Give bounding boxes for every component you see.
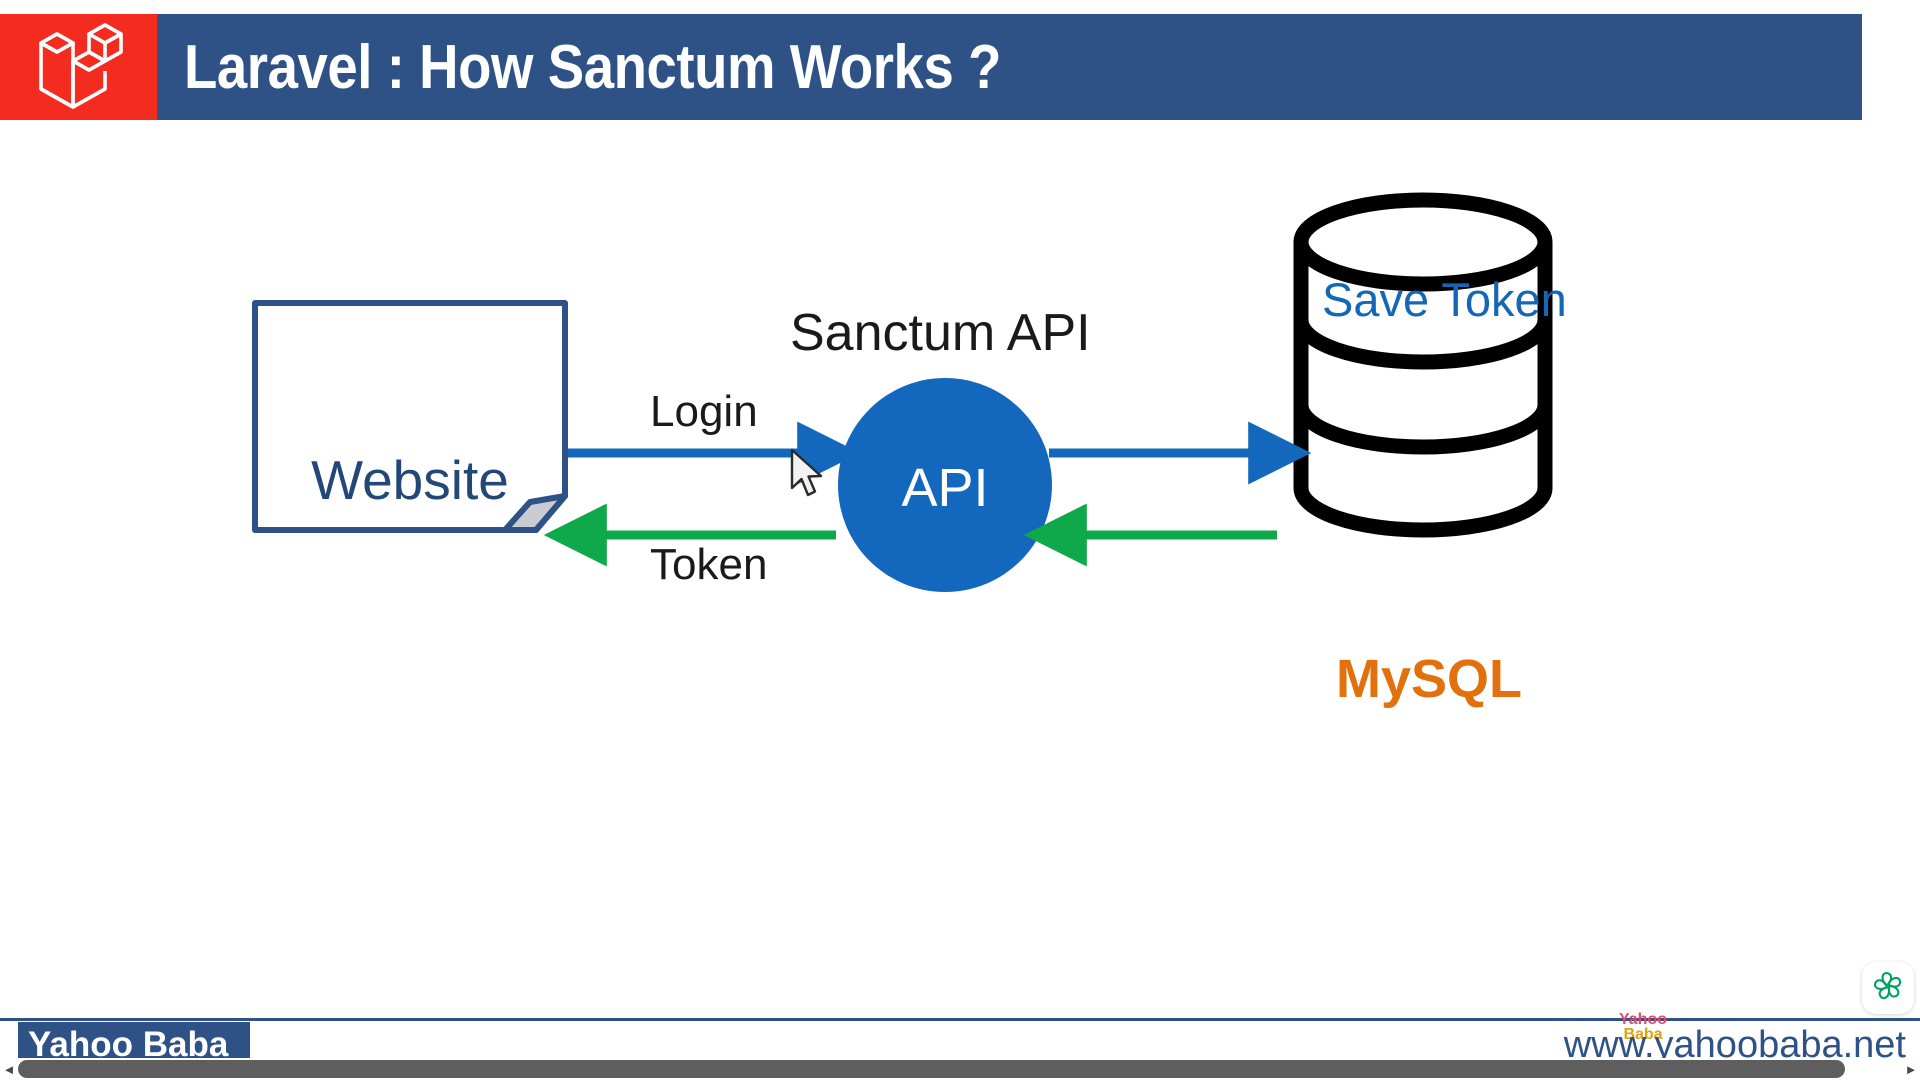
page-title: Laravel : How Sanctum Works ? xyxy=(184,32,1001,102)
yahoobaba-watermark: Yahoo Baba xyxy=(1612,1011,1674,1044)
footer-divider xyxy=(0,1018,1920,1021)
laravel-logo-block xyxy=(0,14,157,120)
diagram-canvas: Sanctum API Save Token Login Token MySQL… xyxy=(0,120,1920,950)
sanctum-api-title: Sanctum API xyxy=(790,304,1091,362)
website-box-label: Website xyxy=(311,449,509,511)
scrollbar-track[interactable] xyxy=(18,1060,1902,1078)
api-circle-label: API xyxy=(901,458,989,518)
laravel-logo-icon xyxy=(27,21,131,113)
token-arrow-label: Token xyxy=(650,540,768,589)
database-cylinder-shape xyxy=(1293,192,1553,538)
save-token-label: Save Token xyxy=(1322,273,1567,326)
horizontal-scrollbar[interactable]: ◄ ► xyxy=(0,1058,1920,1080)
mysql-label: MySQL xyxy=(1336,649,1523,709)
watermark-line-1: Yahoo xyxy=(1618,1011,1667,1028)
title-block: Laravel : How Sanctum Works ? xyxy=(157,14,1862,120)
watermark-line-2: Baba xyxy=(1623,1026,1663,1044)
scroll-right-arrow-icon[interactable]: ► xyxy=(1904,1061,1918,1077)
green-pinwheel-icon xyxy=(1871,969,1905,1008)
api-circle-shape xyxy=(838,378,1052,592)
green-pinwheel-badge[interactable] xyxy=(1862,962,1914,1014)
login-arrow-label: Login xyxy=(650,387,758,436)
scrollbar-thumb[interactable] xyxy=(18,1060,1846,1078)
header-bar: Laravel : How Sanctum Works ? xyxy=(0,14,1862,120)
scroll-left-arrow-icon[interactable]: ◄ xyxy=(2,1061,16,1077)
